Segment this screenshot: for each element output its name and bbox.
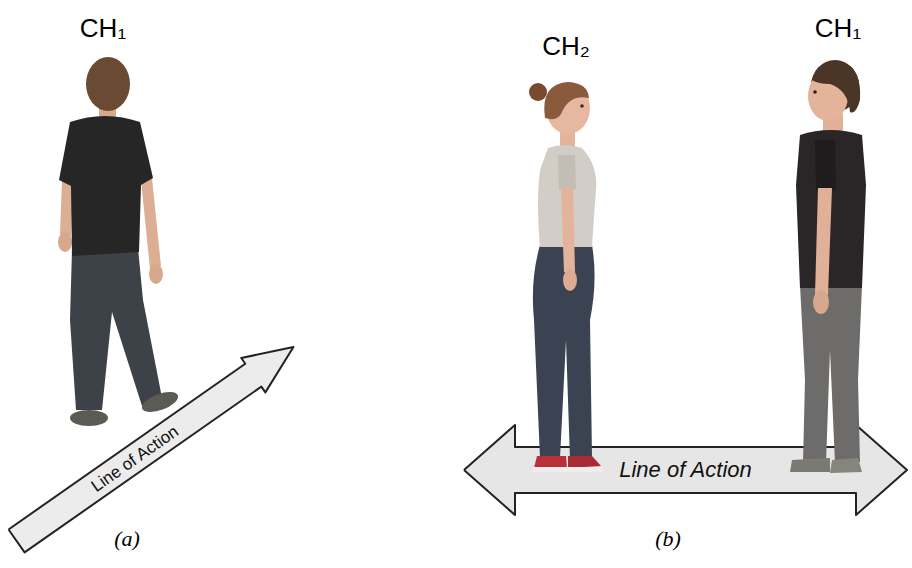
character-label: CH₁	[815, 14, 861, 43]
shoe-sole	[533, 467, 602, 472]
arrow-label: Line of Action	[88, 422, 181, 494]
arrow-label: Line of Action	[619, 459, 752, 481]
hair	[86, 57, 130, 111]
eye	[813, 90, 817, 94]
hair	[544, 82, 589, 119]
jeans	[533, 245, 595, 460]
eye	[580, 104, 584, 108]
shoe	[790, 458, 830, 472]
shoe	[830, 458, 862, 473]
shoe	[70, 410, 108, 426]
arrow-shape	[5, 330, 306, 558]
shoe	[534, 456, 567, 468]
arm	[815, 188, 832, 295]
standing-woman	[529, 82, 602, 472]
hair	[812, 62, 860, 113]
panel-label: (a)	[114, 527, 140, 551]
hand	[813, 290, 829, 314]
character-label: CH₂	[542, 32, 590, 61]
character-label: CH₁	[80, 14, 126, 43]
hand	[563, 269, 577, 291]
jeans	[70, 248, 162, 410]
sleeve	[815, 140, 836, 190]
walking-person	[58, 57, 181, 426]
hand	[58, 232, 72, 252]
arrow-shape	[464, 425, 907, 515]
hair-bun	[529, 83, 547, 101]
arm	[561, 188, 575, 272]
arm	[141, 178, 161, 269]
hand	[149, 264, 163, 284]
shoe	[139, 388, 180, 416]
panel-label: (b)	[655, 527, 681, 551]
sleeve	[558, 155, 576, 190]
jeans	[800, 285, 862, 463]
standing-man	[790, 60, 866, 473]
shirt	[59, 116, 153, 256]
